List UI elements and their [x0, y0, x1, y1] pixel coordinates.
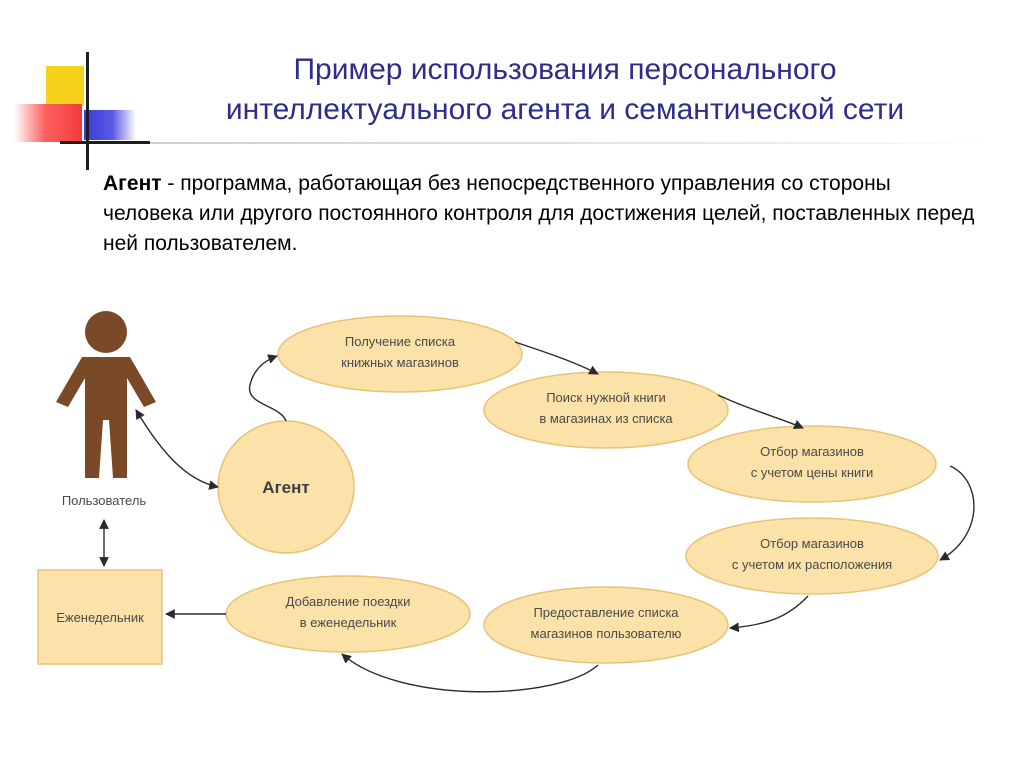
arrow-step-3-step-4	[939, 465, 975, 561]
step-node: Предоставление списка магазинов пользова…	[483, 586, 729, 664]
step-line: в еженедельник	[300, 615, 397, 630]
arrow-step-4-step-5	[729, 595, 809, 633]
decor-red-bar	[14, 104, 82, 142]
arrow-user-agent	[135, 409, 219, 490]
decor-vertical-line	[86, 52, 89, 170]
title-underline	[150, 142, 990, 144]
user-figure-icon	[56, 311, 156, 478]
definition-text: - программа, работающая без непосредстве…	[103, 172, 975, 255]
decor-horizontal-line	[60, 141, 150, 144]
definition-term: Агент	[103, 172, 162, 195]
planner-box	[37, 569, 163, 665]
step-line: Отбор магазинов	[760, 444, 864, 459]
step-line: магазинов пользователю	[531, 626, 682, 641]
arrow-step-1-step-2	[514, 341, 599, 375]
user-label: Пользователь	[62, 493, 147, 508]
decor-blue-bar	[84, 110, 136, 140]
planner-label: Еженедельник	[56, 610, 144, 625]
arrow-step-2-step-3	[717, 394, 804, 429]
step-line: с учетом их расположения	[732, 557, 892, 572]
agent-label: Агент	[262, 478, 309, 497]
step-line: Поиск нужной книги	[546, 390, 666, 405]
step-node: Поиск нужной книги в магазинах из списка	[483, 371, 729, 449]
step-line: в магазинах из списка	[539, 411, 673, 426]
step-node: Отбор магазинов с учетом их расположения	[685, 517, 939, 595]
arrow-step-5-step-6	[341, 653, 599, 693]
step-node: Добавление поездки в еженедельник	[225, 575, 471, 653]
slide-title: Пример использования персонального интел…	[150, 50, 980, 130]
decor-yellow-square	[46, 66, 84, 106]
arrow-agent-step-1	[249, 354, 287, 422]
slide-title-line-2: интеллектуального агента и семантической…	[225, 93, 905, 126]
step-node: Получение списка книжных магазинов	[277, 315, 523, 393]
step-node: Отбор магазинов с учетом цены книги	[687, 425, 937, 503]
agent-definition: Агент - программа, работающая без непоср…	[103, 169, 983, 259]
step-line: Добавление поездки	[286, 594, 411, 609]
step-line: с учетом цены книги	[751, 465, 874, 480]
step-line: книжных магазинов	[341, 355, 459, 370]
step-line: Предоставление списка	[533, 605, 679, 620]
slide-title-line-1: Пример использования персонального	[293, 53, 837, 86]
step-line: Получение списка	[345, 334, 456, 349]
step-line: Отбор магазинов	[760, 536, 864, 551]
